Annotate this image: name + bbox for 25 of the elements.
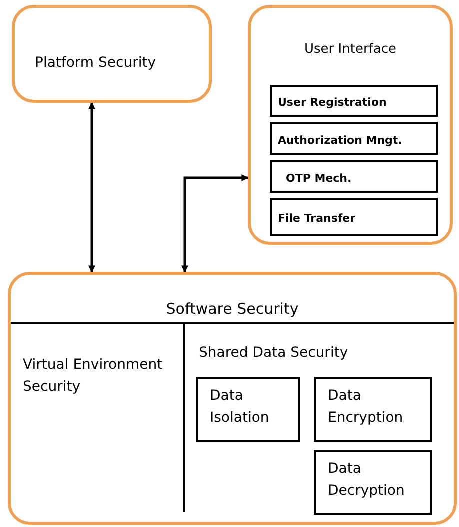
process-box <box>270 160 438 193</box>
node-label: User Registration <box>278 95 387 111</box>
node-label: Authorization Mngt. <box>278 133 402 149</box>
node-label: Data Isolation <box>210 387 270 428</box>
rounded-box <box>8 272 457 525</box>
node-label: Virtual Environment Security <box>23 356 163 398</box>
process-box <box>270 198 438 236</box>
node-label: Data Encryption <box>328 387 404 428</box>
double-arrow <box>182 174 249 273</box>
process-box <box>196 377 300 442</box>
panel <box>183 322 454 512</box>
node-label: Platform Security <box>35 54 156 73</box>
process-box <box>314 450 432 515</box>
double-arrow <box>88 102 96 273</box>
rounded-box <box>248 5 453 245</box>
node-label: Shared Data Security <box>199 344 348 363</box>
node-label: OTP Mech. <box>286 171 352 187</box>
process-box <box>270 122 438 155</box>
node-label: Data Decryption <box>328 460 406 502</box>
node-label: File Transfer <box>278 211 356 227</box>
process-box <box>270 85 438 117</box>
process-box <box>314 377 432 442</box>
node-label: User Interface <box>304 41 398 59</box>
node-label: Software Security <box>165 299 300 320</box>
rounded-box <box>12 5 212 103</box>
